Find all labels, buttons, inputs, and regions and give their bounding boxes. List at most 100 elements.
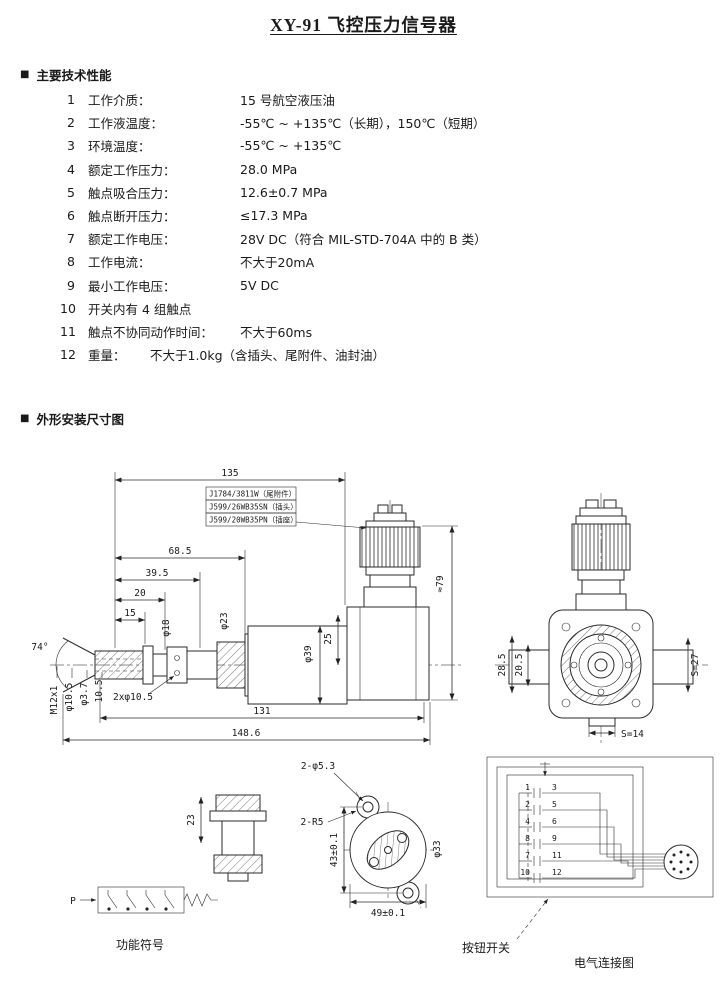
spec-row: 11 触点不协同动作时间： 不大于60ms — [60, 320, 487, 343]
spec-number: 2 — [67, 115, 75, 131]
spec-value: 5V DC — [240, 277, 279, 293]
square-bullet-icon: ■ — [20, 412, 30, 424]
spec-value: 15 号航空液压油 — [240, 93, 335, 109]
spec-label: 工作介质： — [88, 93, 151, 109]
spec-label: 额定工作电压： — [88, 232, 176, 248]
spec-value: -55℃ ~ +135℃ — [240, 138, 342, 154]
dim-15: 15 — [124, 608, 135, 619]
spec-value: 不大于20mA — [240, 255, 315, 271]
dim-m12x1: M12x1 — [49, 685, 60, 714]
spec-label: 触点吸合压力： — [88, 185, 176, 201]
spec-row: 4 额定工作压力： 28.0 MPa — [60, 158, 487, 181]
dim-2-phi5-3: 2-φ5.3 — [301, 761, 335, 772]
end-view-drawing: 28.5 20.5 S=27 S=14 — [495, 493, 708, 743]
electrical-diagram-caption: 电气连接图 — [574, 955, 634, 970]
spec-row: 10 开关内有 4 组触点 — [60, 297, 487, 320]
dim-2-r5: 2-R5 — [301, 817, 324, 828]
pressure-p-label: P — [70, 896, 76, 907]
spec-row: 5 触点吸合压力： 12.6±0.7 MPa — [60, 181, 487, 204]
part-label-receptacle: J599/20WB35PN（插座） — [209, 515, 298, 525]
pin-number: 11 — [552, 851, 562, 860]
dim-25: 25 — [323, 633, 334, 644]
dim-131: 131 — [253, 706, 270, 717]
dim-2x-phi10-5: 2xφ10.5 — [113, 692, 153, 703]
dim-phi39: φ39 — [303, 645, 314, 662]
section-heading-dimensions: ■ 外形安装尺寸图 — [20, 409, 124, 428]
spec-number: 10 — [60, 300, 76, 316]
spec-value: 不大于60ms — [240, 324, 313, 340]
dim-s27: S=27 — [690, 654, 701, 677]
spec-number: 7 — [67, 231, 75, 247]
function-symbol-drawing: P 功能符号 — [70, 886, 218, 952]
spec-label: 最小工作电压： — [88, 278, 176, 294]
spec-label: 开关内有 4 组触点 — [88, 301, 192, 317]
spec-value: 28.0 MPa — [240, 161, 298, 177]
pin-number: 7 — [525, 851, 530, 860]
spec-label: 触点不协同动作时间： — [88, 324, 214, 340]
function-symbol-caption: 功能符号 — [116, 937, 164, 952]
spec-number: 6 — [67, 208, 75, 224]
dim-phi33: φ33 — [432, 840, 443, 857]
dim-68-5: 68.5 — [169, 546, 192, 557]
dim-28-5: 28.5 — [497, 654, 508, 677]
spec-number: 5 — [67, 184, 75, 200]
dim-135: 135 — [221, 468, 238, 479]
push-button-label: 按钮开关 — [462, 940, 510, 955]
spec-label: 环境温度： — [88, 139, 151, 155]
spec-value: -55℃ ~ +135℃（长期），150℃（短期） — [240, 116, 486, 132]
pin-number: 5 — [552, 800, 557, 809]
spec-value: ≤17.3 MPa — [240, 208, 308, 224]
dim-phi10-5: φ10.5 — [64, 683, 75, 712]
flange-view-drawing: 23 2-φ5.3 2-R5 43±0.1 φ33 — [186, 761, 443, 919]
dim-20: 20 — [134, 588, 146, 599]
side-view-drawing: 135 J1784/3811W（尾附件） J599/26WB35SN（插头） J… — [31, 468, 462, 745]
spec-number: 9 — [67, 277, 75, 293]
pin-number: 12 — [552, 868, 562, 877]
pin-number: 6 — [552, 817, 557, 826]
spec-value: 不大于1.0kg（含插头、尾附件、油封油） — [150, 348, 386, 364]
electrical-diagram: 1 3 2 5 4 6 8 9 7 11 10 12 — [462, 756, 714, 970]
page-title: XY-91 飞控压力信号器 — [270, 15, 457, 35]
pin-number: 4 — [525, 817, 530, 826]
pin-number: 8 — [525, 834, 530, 843]
dim-phi18: φ18 — [161, 619, 172, 636]
part-label-plug: J599/26WB35SN（插头） — [209, 502, 298, 512]
dim-20-5: 20.5 — [514, 654, 525, 677]
spec-label: 额定工作压力： — [88, 162, 176, 178]
dim-10-5: 10.5 — [94, 680, 105, 703]
dim-39-5: 39.5 — [146, 568, 169, 579]
pin-number: 1 — [525, 783, 530, 792]
dim-approx-79: ≈79 — [435, 575, 446, 592]
spec-number: 3 — [67, 138, 75, 154]
specs-heading-text: 主要技术性能 — [36, 68, 112, 83]
dim-phi3-7: φ3.7 — [79, 683, 90, 706]
dim-49: 49±0.1 — [371, 908, 406, 919]
installation-dimension-drawing: 135 J1784/3811W（尾附件） J599/26WB35SN（插头） J… — [31, 468, 714, 970]
spec-label: 工作电流： — [88, 255, 151, 271]
spec-number: 11 — [60, 323, 76, 339]
pin-number: 10 — [520, 868, 530, 877]
part-label-tail-fitting: J1784/3811W（尾附件） — [209, 489, 296, 499]
dim-phi23: φ23 — [219, 612, 230, 629]
dim-43: 43±0.1 — [329, 833, 340, 868]
pin-number: 3 — [552, 783, 557, 792]
spec-row: 2 工作液温度： -55℃ ~ +135℃（长期），150℃（短期） — [60, 111, 487, 134]
spec-label: 工作液温度： — [88, 116, 164, 132]
dim-s14: S=14 — [621, 729, 644, 740]
dim-angle-74: 74° — [31, 642, 48, 653]
spec-number: 4 — [67, 161, 75, 177]
spec-row: 3 环境温度： -55℃ ~ +135℃ — [60, 134, 487, 157]
pin-number: 9 — [552, 834, 557, 843]
spec-value: 12.6±0.7 MPa — [240, 184, 328, 200]
pin-number: 2 — [525, 800, 530, 809]
section-heading-specs: ■ 主要技术性能 — [20, 65, 111, 84]
spec-number: 12 — [60, 347, 76, 363]
spec-label: 触点断开压力： — [88, 209, 176, 225]
spec-row: 9 最小工作电压： 5V DC — [60, 274, 487, 297]
dim-148-6: 148.6 — [232, 728, 261, 739]
